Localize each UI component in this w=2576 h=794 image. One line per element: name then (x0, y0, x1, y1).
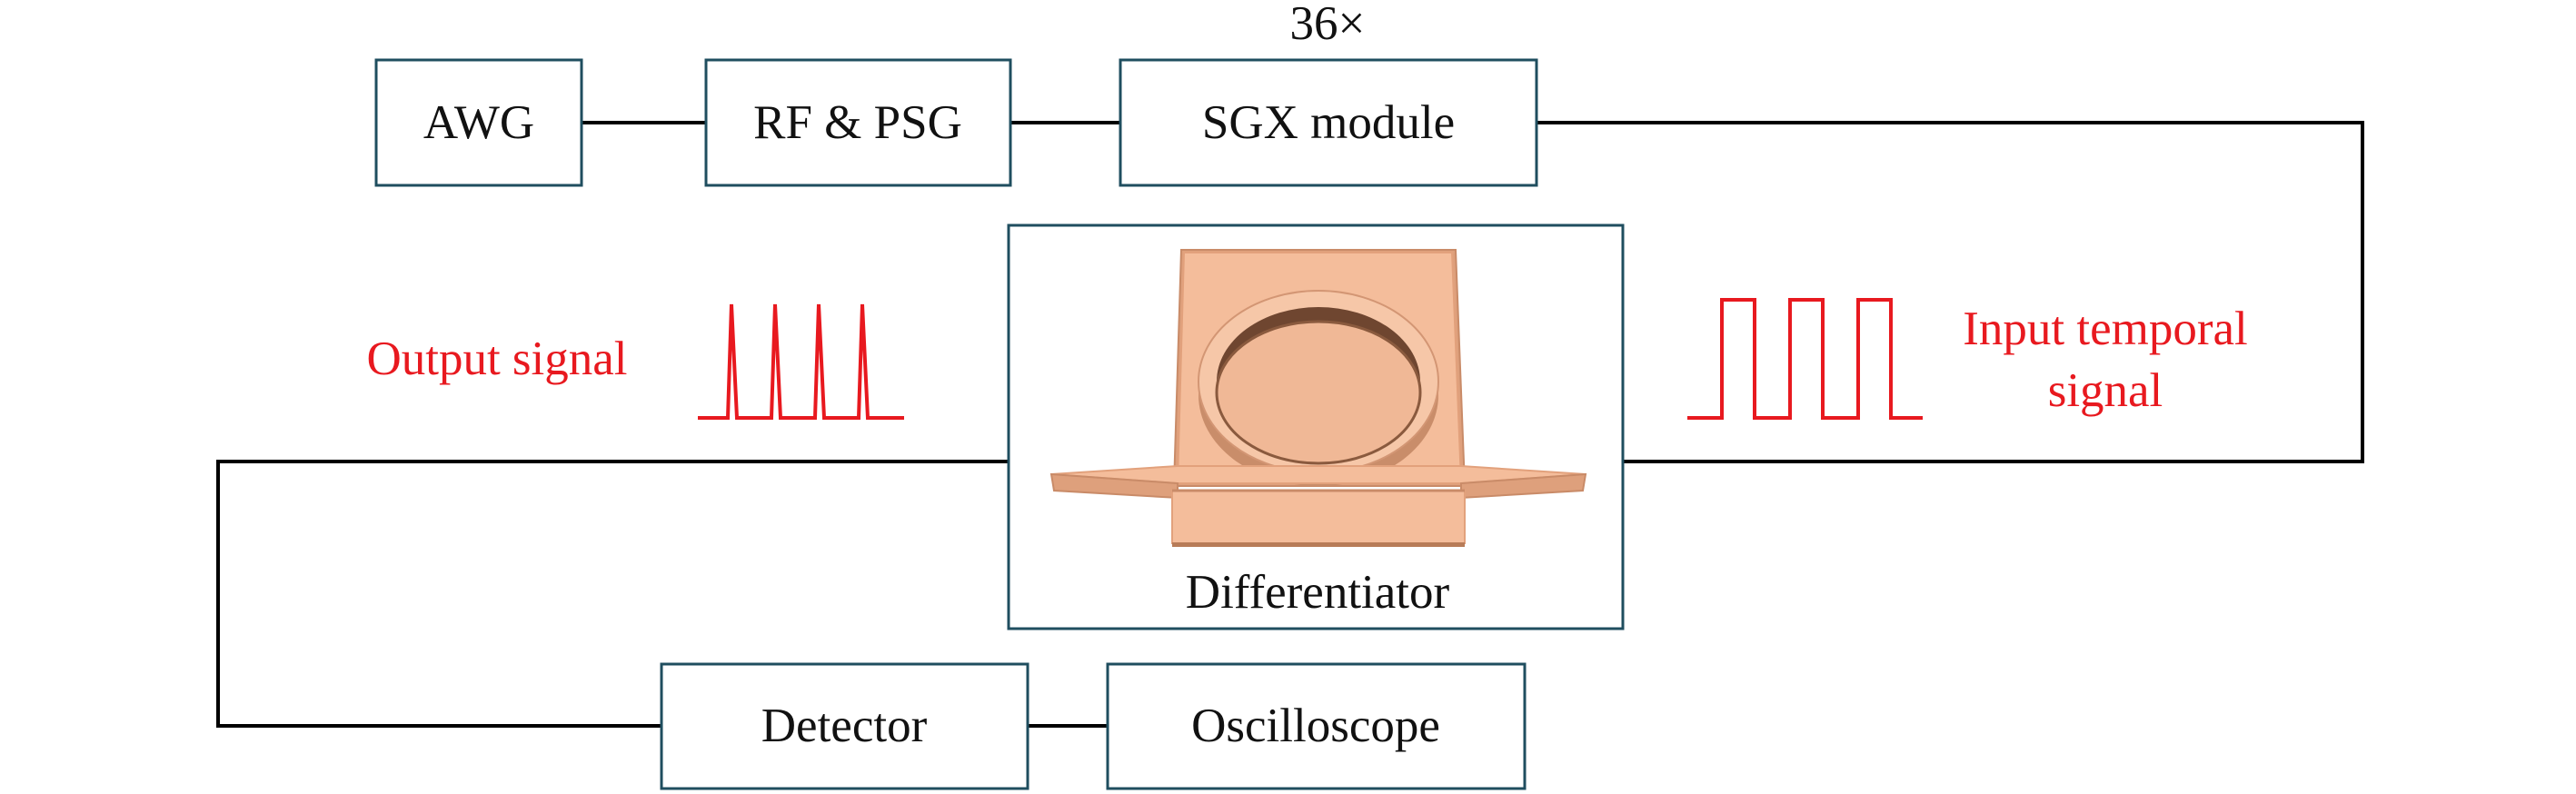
input-signal-label-line1: Input temporal (1963, 303, 2248, 355)
detector-block: Detector (660, 662, 1029, 790)
awg-block: AWG (374, 58, 583, 187)
detector-label: Detector (761, 700, 928, 752)
sgx-multiplier-label: 36× (1290, 0, 1366, 50)
wire-differentiator-to-detector (216, 460, 1009, 728)
differentiator-block: Differentiator (1007, 223, 1625, 630)
awg-label: AWG (423, 96, 534, 149)
input-signal-label-line2: signal (2048, 364, 2163, 417)
differentiator-label: Differentiator (1186, 566, 1450, 619)
oscilloscope-label: Oscilloscope (1191, 700, 1440, 752)
output-signal-waveform (698, 303, 904, 420)
output-signal-label: Output signal (366, 332, 627, 385)
wire-sgx-to-differentiator (1537, 121, 2364, 463)
rf-psg-block: RF & PSG (704, 58, 1012, 187)
sgx-module-block: SGX module (1119, 58, 1538, 187)
microring-chip-illustration (1049, 249, 1587, 547)
rf-psg-label: RF & PSG (753, 96, 962, 149)
oscilloscope-block: Oscilloscope (1106, 662, 1527, 790)
sgx-module-label: SGX module (1202, 96, 1455, 149)
input-signal-waveform (1687, 298, 1923, 420)
